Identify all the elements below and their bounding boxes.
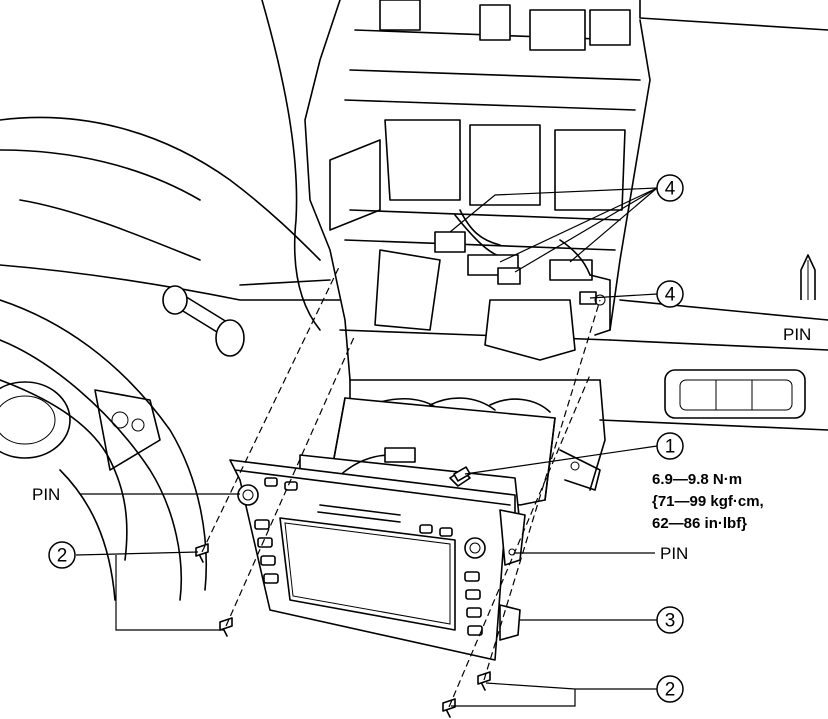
svg-text:3: 3	[665, 611, 676, 632]
audio-unit	[229, 397, 556, 661]
installation-guide-lines	[201, 264, 601, 708]
screw-icon	[477, 671, 491, 691]
torque-spec: 6.9—9.8 N·m {71—99 kgf·cm, 62—86 in·lbf}	[652, 471, 764, 532]
steering-wheel	[0, 199, 208, 601]
svg-text:4: 4	[665, 179, 676, 200]
callout-2-left: 2	[48, 541, 76, 569]
dash-vent	[664, 369, 806, 419]
combination-switch	[162, 285, 245, 357]
pin-label: PIN	[32, 485, 60, 504]
svg-text:4: 4	[665, 285, 676, 306]
connector	[497, 267, 521, 285]
center-console-frame	[304, 0, 651, 491]
torque-line-3: 62—86 in·lbf}	[652, 515, 747, 532]
harness-and-connectors	[374, 209, 611, 361]
svg-text:1: 1	[665, 437, 676, 458]
torque-line-2: {71—99 kgf·cm,	[652, 493, 764, 510]
connector	[434, 231, 466, 253]
callout-3: 3	[656, 606, 684, 634]
pin-icon	[800, 254, 816, 300]
callout-1: 1	[656, 432, 684, 460]
svg-text:2: 2	[665, 680, 676, 701]
leader-lines	[75, 187, 658, 707]
callout-4-top: 4	[656, 174, 684, 202]
pin-label: PIN	[783, 325, 811, 344]
dashboard-outline	[0, 0, 828, 431]
pin-label: PIN	[660, 544, 688, 563]
callout-4-mid: 4	[656, 280, 684, 308]
connector	[549, 259, 593, 281]
svg-text:2: 2	[57, 546, 68, 567]
torque-line-1: 6.9—9.8 N·m	[652, 471, 742, 488]
callout-2-bottom: 2	[656, 675, 684, 703]
screw-icon	[442, 698, 456, 718]
screw-icon	[219, 617, 233, 637]
connector	[384, 447, 416, 463]
